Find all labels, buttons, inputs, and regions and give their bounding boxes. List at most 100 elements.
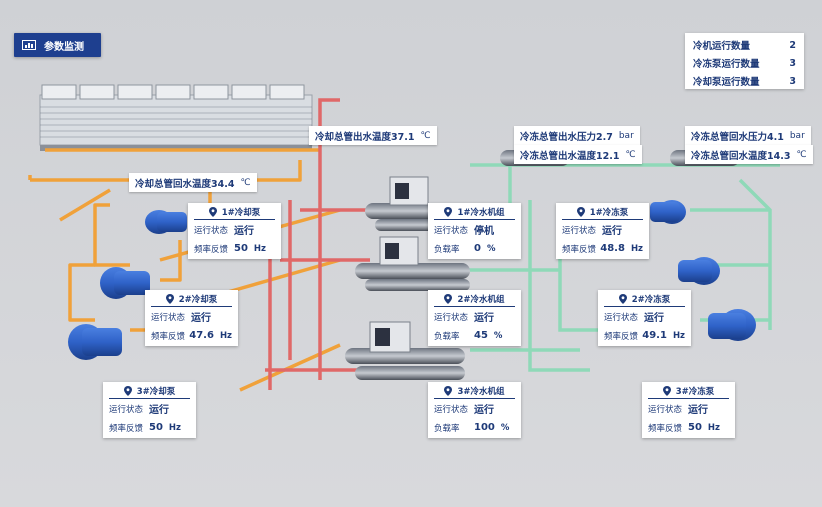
status-label: 运行状态 [109,404,144,415]
reading-text: 冷冻总管回水压力4.1 [691,131,784,143]
load-value: 0 [474,243,481,254]
status-label: 运行状态 [151,312,186,323]
reading-unit: ℃ [625,149,636,160]
freq-unit: Hz [672,330,685,341]
cooling-pump-3-card[interactable]: 3#冷却泵 运行状态运行 频率反馈 50 Hz [103,382,196,438]
cooling-supply-temp-label: 冷却总管出水温度37.1 ℃ [309,126,437,145]
reading-text: 冷却总管回水温度34.4 [135,178,235,190]
reading-unit: bar [789,130,805,141]
status-value: 运行 [191,313,211,324]
header-title: 参数监测 [44,41,84,53]
freq-value: 50 [234,243,248,254]
status-label: 运行状态 [434,404,469,415]
status-label: 运行状态 [434,312,469,323]
freq-label: 频率反馈 [151,331,186,342]
summary-value: 2 [789,39,796,51]
status-value: 运行 [234,226,254,237]
status-value: 运行 [644,313,664,324]
location-pin-icon [123,385,132,396]
chilled-return-pressure-label: 冷冻总管回水压力4.1 bar [685,126,811,145]
reading-unit: ℃ [240,177,251,188]
status-value: 运行 [149,405,169,416]
pumps [68,200,756,360]
reading-unit: bar [618,130,634,141]
freq-value: 50 [149,422,163,433]
chilled-pump-3-card[interactable]: 3#冷冻泵 运行状态运行 频率反馈 50 Hz [642,382,735,438]
card-title: 1#冷水机组 [457,207,505,218]
card-title: 2#冷水机组 [457,294,505,305]
location-pin-icon [208,206,217,217]
location-pin-icon [165,293,174,304]
card-title: 2#冷却泵 [178,294,218,305]
card-title: 1#冷却泵 [221,207,261,218]
load-value: 100 [474,422,495,433]
parameter-monitor-button[interactable]: 参数监测 [14,33,101,57]
freq-unit: Hz [168,422,181,433]
location-pin-icon [576,206,585,217]
card-title: 2#冷冻泵 [631,294,671,305]
status-label: 运行状态 [562,225,597,236]
status-label: 运行状态 [604,312,639,323]
location-pin-icon [444,385,453,396]
cooling-return-temp-label: 冷却总管回水温度34.4 ℃ [129,173,257,192]
freq-unit: Hz [253,243,266,254]
chilled-supply-pressure-label: 冷冻总管出水压力2.7 bar [514,126,640,145]
load-label: 负载率 [434,331,460,342]
freq-unit: Hz [630,243,643,254]
load-unit: % [486,243,496,254]
summary-row: 冷机运行数量 2 [693,36,796,54]
cooling-towers [39,84,313,151]
status-label: 运行状态 [648,404,683,415]
summary-row: 冷冻泵运行数量 3 [693,54,796,72]
freq-label: 频率反馈 [562,244,597,255]
card-title: 3#冷冻泵 [675,386,715,397]
summary-label: 冷冻泵运行数量 [693,59,760,70]
freq-value: 47.6 [189,330,214,341]
location-pin-icon [444,293,453,304]
status-value: 停机 [474,226,494,237]
freq-label: 频率反馈 [109,423,144,434]
bar-chart-icon [22,40,36,50]
load-unit: % [500,422,510,433]
status-label: 运行状态 [194,225,229,236]
summary-panel: 冷机运行数量 2 冷冻泵运行数量 3 冷却泵运行数量 3 [685,33,804,89]
location-pin-icon [618,293,627,304]
chilled-supply-temp-label: 冷冻总管出水温度12.1 ℃ [514,145,642,164]
card-title: 3#冷水机组 [457,386,505,397]
location-pin-icon [662,385,671,396]
summary-value: 3 [789,75,796,87]
status-value: 运行 [474,405,494,416]
summary-label: 冷却泵运行数量 [693,77,760,88]
status-value: 运行 [688,405,708,416]
card-title: 3#冷却泵 [136,386,176,397]
freq-label: 频率反馈 [604,331,639,342]
reading-text: 冷冻总管回水温度14.3 [691,150,791,162]
reading-text: 冷冻总管出水压力2.7 [520,131,613,143]
load-value: 45 [474,330,488,341]
summary-label: 冷机运行数量 [693,41,751,52]
reading-text: 冷却总管出水温度37.1 [315,131,415,143]
load-label: 负载率 [434,244,460,255]
reading-unit: ℃ [420,130,431,141]
chiller-1-card[interactable]: 1#冷水机组 运行状态停机 负载率 0% [428,203,521,259]
location-pin-icon [444,206,453,217]
freq-unit: Hz [219,330,232,341]
freq-label: 频率反馈 [648,423,683,434]
cooling-water-pipes [28,148,341,392]
freq-value: 49.1 [642,330,667,341]
freq-unit: Hz [707,422,720,433]
reading-text: 冷冻总管出水温度12.1 [520,150,620,162]
summary-value: 3 [789,57,796,69]
freq-value: 50 [688,422,702,433]
status-label: 运行状态 [434,225,469,236]
load-unit: % [493,330,503,341]
status-value: 运行 [602,226,622,237]
summary-row: 冷却泵运行数量 3 [693,72,796,90]
chilled-return-temp-label: 冷冻总管回水温度14.3℃ [685,145,813,164]
